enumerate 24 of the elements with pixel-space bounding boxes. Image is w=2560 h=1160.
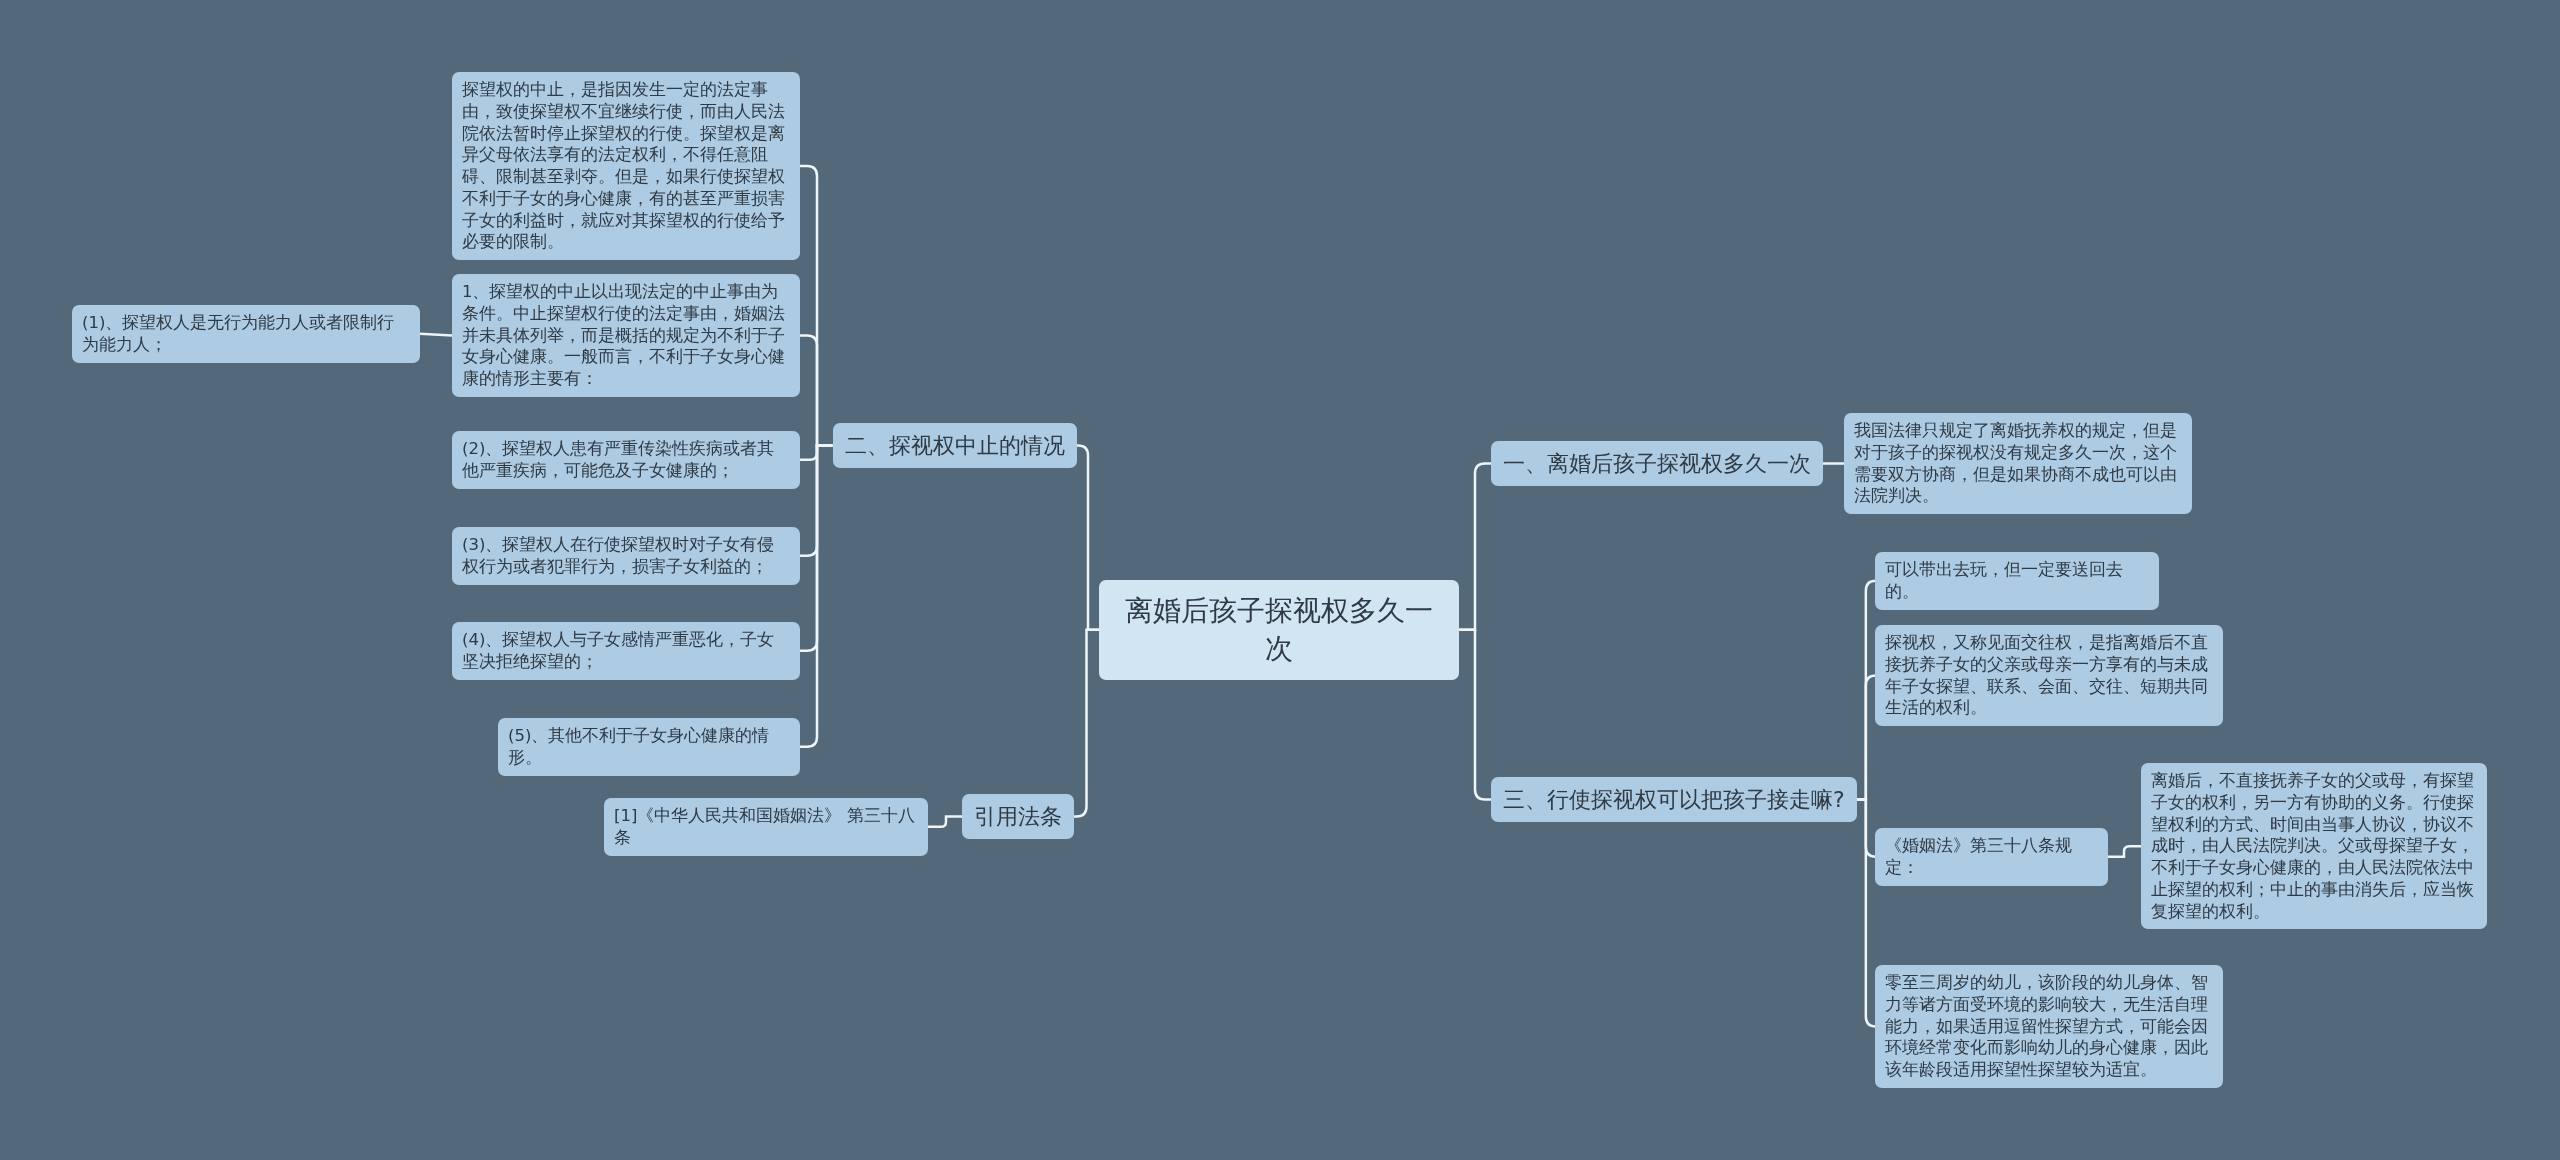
subtopic-box: (5)、其他不利于子女身心健康的情形。: [498, 718, 800, 776]
central-topic-box: 离婚后孩子探视权多久一次: [1099, 580, 1459, 680]
branch-topic-box: 一、离婚后孩子探视权多久一次: [1491, 441, 1823, 487]
connector-line: [928, 815, 962, 828]
subtopic-box: 我国法律只规定了离婚抚养权的规定，但是对于孩子的探视权没有规定多久一次，这个需要双方协商，但是如果协商不成也可以由法院判决。: [1844, 413, 2192, 515]
subtopic-box: 1、探望权的中止以出现法定的中止事由为条件。中止探望权行使的法定事由，婚姻法并未具体列举，而是概括的规定为不利于子女身心健康。一般而言，不利于子女身心健康的情形主要有：: [452, 274, 800, 397]
connector-line: [1074, 628, 1099, 818]
connector-line: [2108, 844, 2141, 858]
subtopic-box: 零至三周岁的幼儿，该阶段的幼儿身体、智力等诸方面受环境的影响较大，无生活自理能力，如果适用逗留性探望方式，可能会因环境经常变化而影响幼儿的身心健康，因此该年龄段适用探望性探望较为适宜。: [1875, 965, 2223, 1088]
subtopic-box: [1]《中华人民共和国婚姻法》 第三十八条: [604, 798, 928, 856]
subtopic-box: 探望权的中止，是指因发生一定的法定事由，致使探望权不宜继续行使，而由人民法院依法暂时停止探望权的行使。探望权是离异父母依法享有的法定权利，不得任意阻碍、限制甚至剥夺。但是，如果行使探望权不利于子女的身心健康，有的甚至严重损害子女的利益时，就应对其探望权的行使给予必要的限制。: [452, 72, 800, 261]
branch-topic-box: 引用法条: [962, 794, 1074, 840]
connector-line: [419, 332, 453, 337]
subtopic-box: (3)、探望权人在行使探望权时对子女有侵权行为或者犯罪行为，损害子女利益的；: [452, 527, 800, 585]
subtopic-box: (2)、探望权人患有严重传染性疾病或者其他严重疾病，可能危及子女健康的；: [452, 431, 800, 489]
branch-topic-box: 二、探视权中止的情况: [833, 423, 1077, 469]
subtopic-box: 离婚后，不直接抚养子女的父或母，有探望子女的权利，另一方有协助的义务。行使探望权利的方式、时间由当事人协议，协议不成时，由人民法院判决。父或母探望子女，不利于子女身心健康的，由人民法院依法中止探望的权利；中止的事由消失后，应当恢复探望的权利。: [2141, 763, 2487, 930]
subtopic-box: (1)、探望权人是无行为能力人或者限制行为能力人；: [72, 305, 420, 363]
subtopic-box: 可以带出去玩，但一定要送回去的。: [1875, 552, 2159, 610]
subtopic-box: 探视权，又称见面交往权，是指离婚后不直接抚养子女的父亲或母亲一方享有的与未成年子女探望、联系、会面、交往、短期共同生活的权利。: [1875, 625, 2223, 727]
branch-topic-box: 三、行使探视权可以把孩子接走嘛?: [1491, 777, 1857, 823]
subtopic-box: (4)、探望权人与子女感情严重恶化，子女坚决拒绝探望的；: [452, 622, 800, 680]
connector-line: [1823, 462, 1844, 465]
subtopic-box: 《婚姻法》第三十八条规定：: [1875, 828, 2108, 886]
